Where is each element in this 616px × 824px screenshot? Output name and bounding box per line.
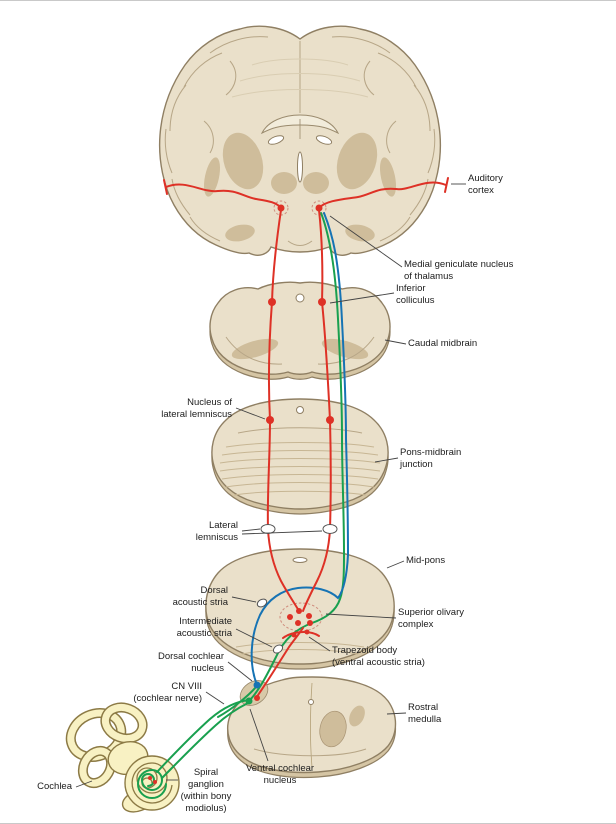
label-trapezoid-body: Trapezoid body (ventral acoustic stria) — [332, 645, 425, 668]
fourth-ventricle — [292, 557, 308, 563]
trapezoid-body-node — [291, 632, 297, 638]
label-pons-midbrain-junction: Pons-midbrain junction — [400, 447, 462, 470]
label-cochlea: Cochlea — [37, 781, 72, 792]
label-lateral-lemniscus: Lateral lemniscus — [195, 520, 238, 543]
label-auditory-cortex: Auditory cortex — [468, 173, 503, 196]
cn-viii-strand — [161, 702, 249, 779]
spiral-ganglion-cell — [153, 780, 157, 784]
dorsal-stria-marker — [256, 598, 268, 608]
spiral-ganglion-cell — [148, 776, 152, 780]
label-caudal-midbrain: Caudal midbrain — [408, 338, 478, 349]
intermediate-stria-marker — [272, 644, 284, 654]
fiber-cross-section-markers — [256, 524, 338, 654]
label-dorsal-cochlear-nucleus: Dorsal cochlear nucleus — [158, 651, 224, 674]
leader-lines — [75, 183, 466, 788]
thalamocortical-fiber-left — [165, 183, 282, 209]
ventricles-corpus-callosum — [260, 114, 340, 183]
lateral-lemniscus-marker-right — [322, 524, 338, 534]
red-pathway-lemniscal — [148, 177, 449, 784]
blue-pathway-dorsal-acoustic — [250, 212, 350, 686]
mid-pons-section — [205, 548, 395, 670]
thalamocortical-fiber-right — [318, 181, 447, 209]
label-intermediate-acoustic-stria: Intermediate acoustic stria — [176, 616, 232, 639]
pontine-striations — [219, 442, 381, 496]
label-spiral-ganglion: Spiral ganglion (within bony modiolus) — [180, 767, 232, 814]
superior-olivary-nodes — [287, 608, 313, 626]
green-pathway-ventral-acoustic — [137, 212, 346, 799]
deep-gray-structures — [203, 132, 397, 242]
inner-ear-cochlea — [65, 702, 180, 813]
gyri-detail — [164, 36, 436, 246]
pons-midbrain-junction-section — [211, 398, 389, 515]
lateral-lemniscus-marker-left — [260, 524, 276, 534]
dorsal-cochlear-nucleus-node — [253, 681, 261, 689]
dorsal-stria-ascending — [250, 212, 350, 686]
aqueduct — [296, 406, 304, 414]
ventral-cochlear-nucleus-node — [245, 697, 253, 705]
label-inferior-colliculus: Inferior colliculus — [396, 283, 435, 306]
medial-geniculate-node-right — [315, 204, 323, 212]
label-cn-viii: CN VIII (cochlear nerve) — [133, 681, 202, 704]
nucleus-lateral-lemniscus-node-right — [326, 416, 334, 424]
semicircular-canals — [65, 702, 148, 789]
inferior-colliculus-node-right — [318, 298, 326, 306]
medial-geniculate-node-left — [277, 204, 285, 212]
trapezoid-body-node — [304, 629, 310, 635]
medullary-midline — [310, 682, 313, 768]
label-rostral-medulla: Rostral medulla — [408, 702, 442, 725]
label-nucleus-of-lateral-lemniscus: Nucleus of lateral lemniscus — [161, 397, 232, 420]
inferior-colliculus-node-left — [268, 298, 276, 306]
ventral-cochlear-red-node — [254, 695, 260, 701]
inferior-olive — [319, 710, 347, 748]
cerebrum-coronal-section — [158, 25, 442, 256]
label-medial-geniculate-nucleus: Medial geniculate nucleus of thalamus — [404, 259, 514, 282]
caudal-midbrain-section — [209, 281, 391, 380]
trapezoid-body-fiber — [255, 627, 304, 699]
label-dorsal-acoustic-stria: Dorsal acoustic stria — [172, 585, 228, 608]
cerebral-aqueduct — [295, 293, 305, 303]
intermediate-stria-ascending — [249, 212, 346, 701]
central-canal — [308, 699, 314, 705]
nucleus-lateral-lemniscus-node-left — [266, 416, 274, 424]
label-ventral-cochlear-nucleus: Ventral cochlear nucleus — [245, 763, 315, 786]
label-superior-olivary-complex: Superior olivary complex — [398, 607, 464, 630]
cn-viii-branch-to-dcn — [217, 686, 257, 718]
label-mid-pons: Mid-pons — [406, 555, 446, 566]
